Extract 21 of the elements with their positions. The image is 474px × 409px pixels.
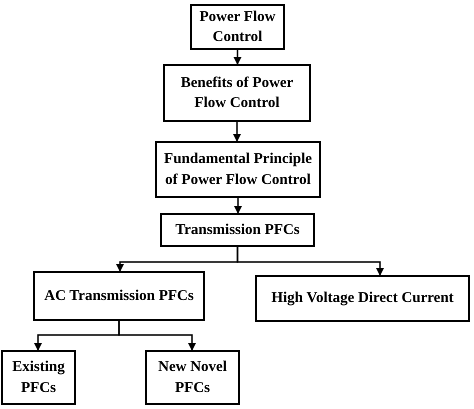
box-label: High Voltage Direct Current	[271, 289, 454, 308]
process-box	[33, 271, 205, 321]
box-label: Power Flow Control	[198, 8, 276, 47]
box-label: Existing PFCs	[11, 358, 66, 398]
process-box	[163, 64, 311, 122]
box-label: Benefits of Power Flow Control	[180, 74, 294, 113]
arrow	[234, 50, 242, 65]
arrow	[233, 122, 241, 142]
box-label: Fundamental Principle of Power Flow Control	[163, 150, 313, 190]
box-label: New Novel PFCs	[157, 358, 228, 398]
arrow	[234, 198, 242, 214]
process-box	[160, 213, 315, 247]
process-box	[1, 350, 76, 405]
process-box	[190, 4, 285, 50]
box-label: AC Transmission PFCs	[44, 286, 194, 306]
process-box	[255, 275, 470, 322]
process-box	[155, 141, 321, 198]
arrow	[236, 247, 384, 276]
box-label: Transmission PFCs	[175, 220, 300, 240]
arrow	[118, 321, 196, 351]
process-box	[145, 350, 240, 405]
